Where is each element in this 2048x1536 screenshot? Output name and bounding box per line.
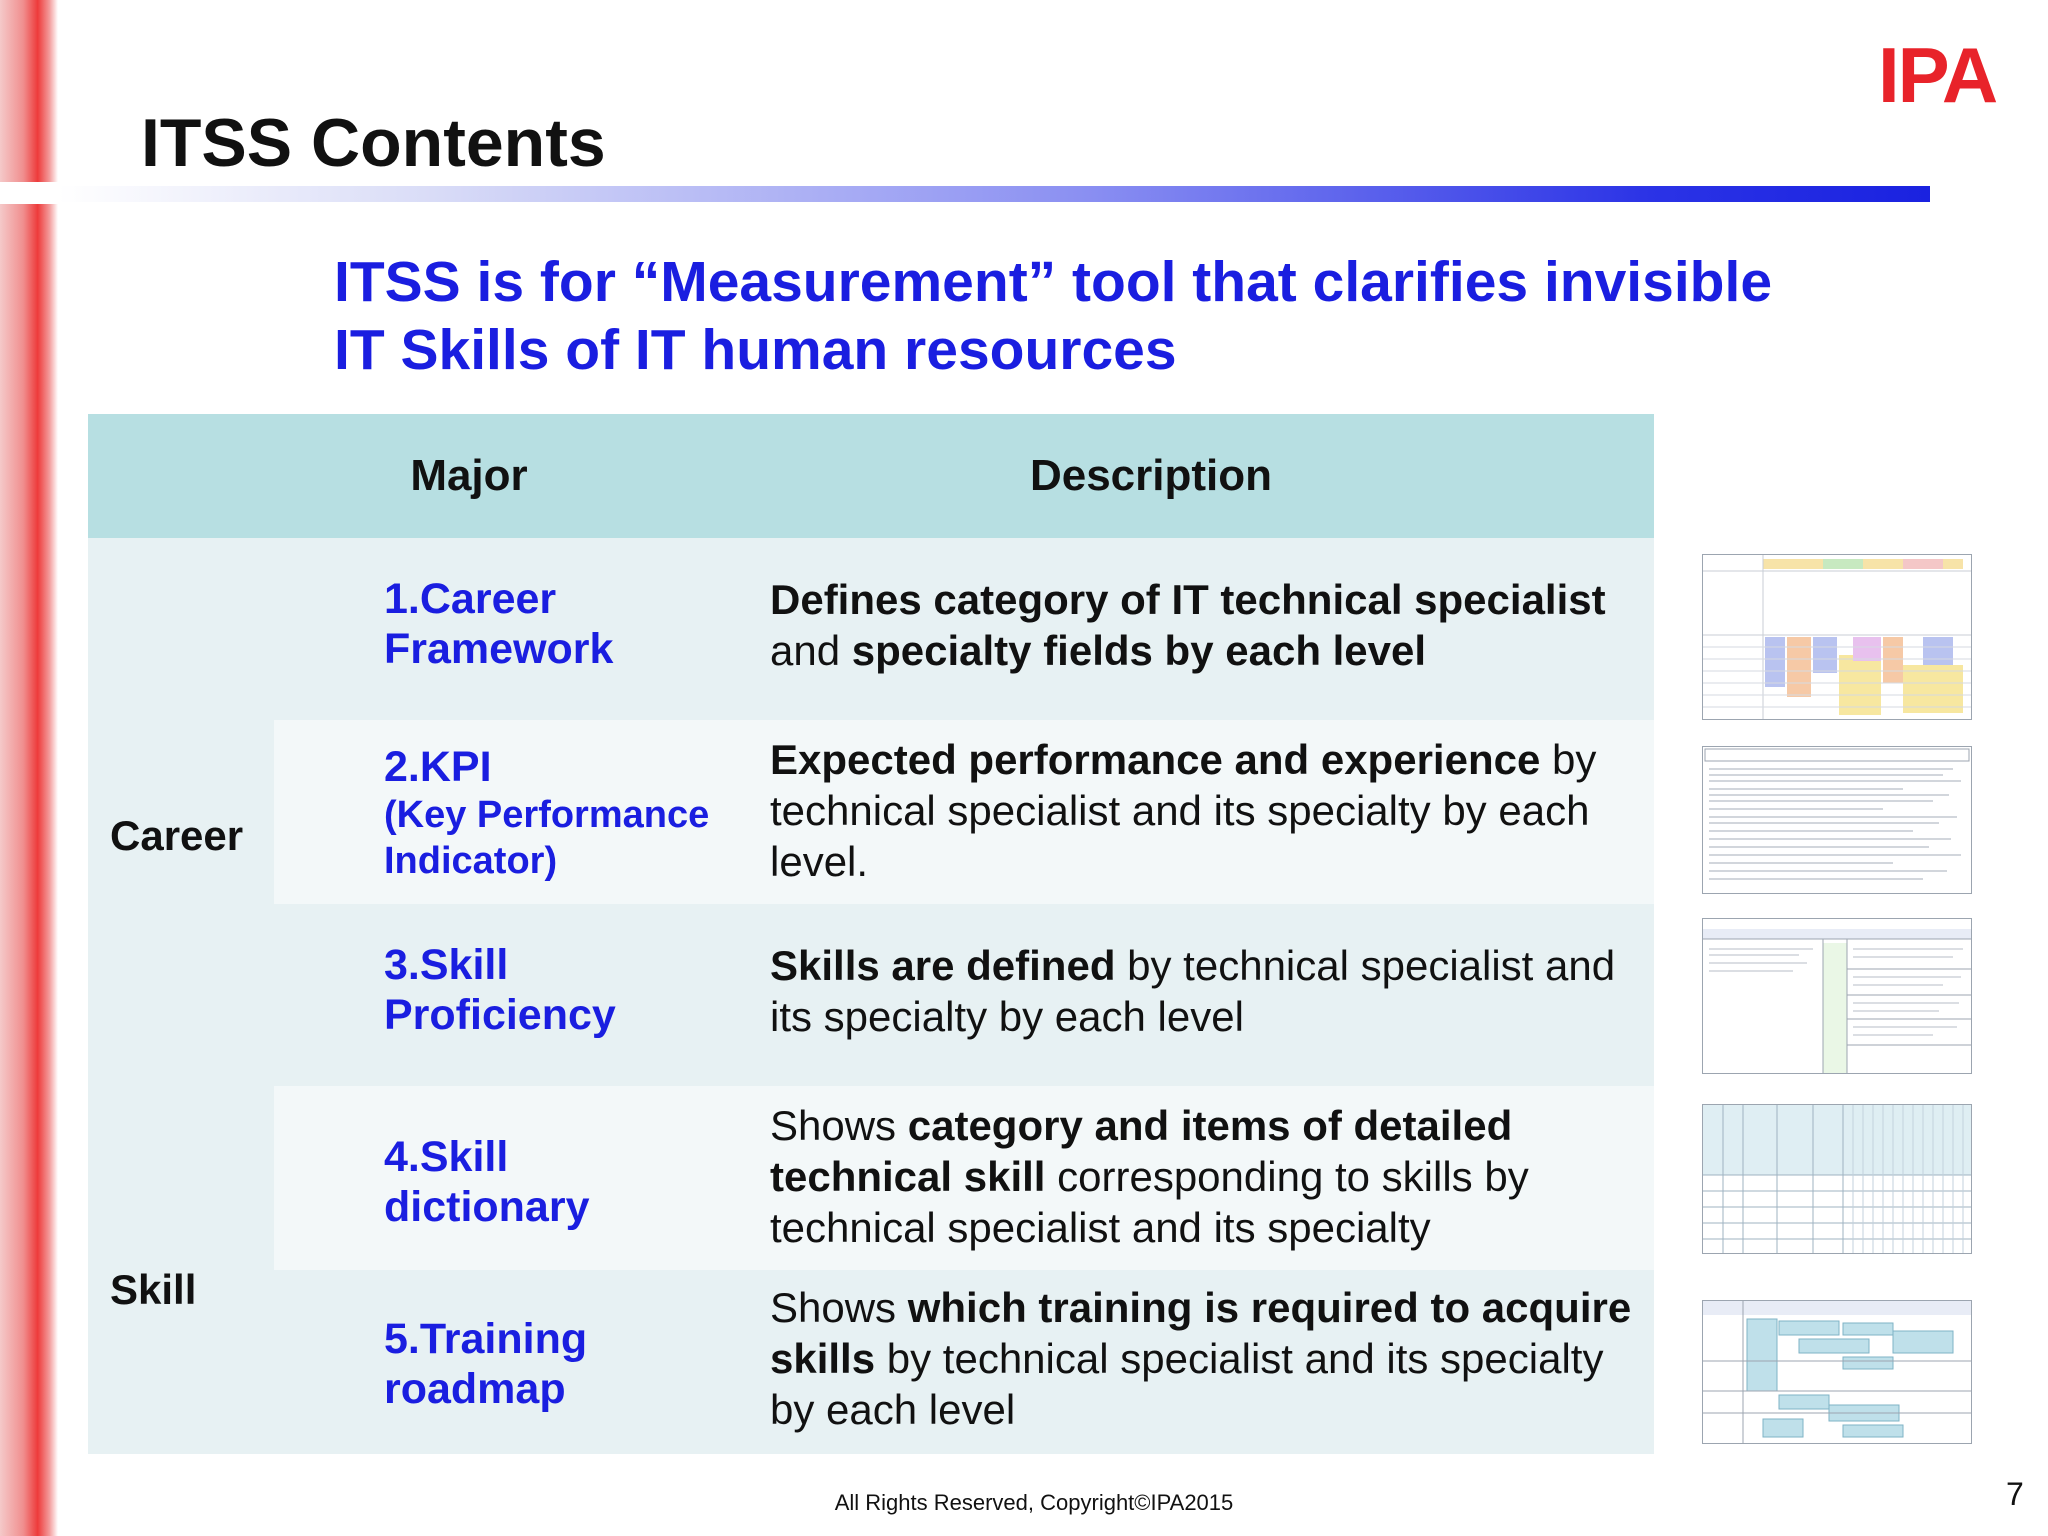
major-line-2: dictionary <box>384 1183 590 1231</box>
major-cell: 2.KPI (Key Performance Indicator) <box>384 742 744 884</box>
headline-line-2: IT Skills of IT human resources <box>334 318 1177 382</box>
major-subtitle: (Key Performance Indicator) <box>384 794 710 882</box>
major-cell: 4.Skill dictionary <box>384 1132 744 1232</box>
major-line-2: roadmap <box>384 1365 566 1413</box>
career-framework-thumbnail <box>1702 554 1972 720</box>
page-number: 7 <box>2006 1476 2024 1512</box>
desc-bold: Expected performance and experience <box>770 736 1541 783</box>
description-cell: Expected performance and experience by t… <box>770 734 1650 887</box>
copyright-footer: All Rights Reserved, Copyright©IPA2015 <box>834 1490 1234 1515</box>
description-cell: Skills are defined by technical speciali… <box>770 940 1650 1042</box>
skill-dictionary-thumbnail <box>1702 1104 1972 1254</box>
desc-bold: Skills are defined <box>770 942 1116 989</box>
desc-text: by technical specialist and its specialt… <box>770 736 1597 885</box>
desc-text: and <box>770 627 852 674</box>
table-header-row: Major Description <box>88 414 1654 538</box>
slide-title: ITSS Contents <box>141 105 606 181</box>
description-cell: Shows category and items of detailed tec… <box>770 1100 1650 1253</box>
category-career: Career <box>110 812 244 859</box>
major-cell: 5.Training roadmap <box>384 1314 744 1414</box>
major-cell: 1.Career Framework <box>384 574 744 674</box>
ipa-logo: IPA <box>1878 31 1998 119</box>
skill-proficiency-thumbnail <box>1702 918 1972 1074</box>
desc-text: by technical specialist and its specialt… <box>770 942 1616 1040</box>
desc-bold: which training is required to acquire sk… <box>770 1284 1632 1382</box>
slide-headline: ITSS is for “Measurement” tool that clar… <box>334 248 1834 384</box>
table-row: 4.Skill dictionary Shows category and it… <box>274 1086 1654 1270</box>
desc-text: by technical specialist and its specialt… <box>770 1335 1604 1433</box>
category-column: Career Skill <box>88 538 274 1454</box>
desc-text: corresponding to skills by technical spe… <box>770 1153 1529 1251</box>
kpi-thumbnail <box>1702 746 1972 894</box>
desc-text: Shows <box>770 1102 908 1149</box>
table-row: 2.KPI (Key Performance Indicator) Expect… <box>274 720 1654 904</box>
major-cell: 3.Skill Proficiency <box>384 940 744 1040</box>
table-row: 3.Skill Proficiency Skills are defined b… <box>274 904 1654 1086</box>
major-line-1: 3.Skill <box>384 941 509 989</box>
major-line-1: 4.Skill <box>384 1133 509 1181</box>
desc-bold: specialty fields by each level <box>851 627 1427 674</box>
title-underline-gradient <box>58 186 1930 202</box>
desc-text: Shows <box>770 1284 908 1331</box>
training-roadmap-thumbnail <box>1702 1300 1972 1444</box>
major-line-1: 5.Training <box>384 1315 588 1363</box>
category-skill: Skill <box>110 1266 197 1313</box>
header-description: Description <box>1029 451 1273 500</box>
headline-line-1: ITSS is for “Measurement” tool that clar… <box>334 250 1773 314</box>
itss-contents-table: Major Description Career Skill 1.Career … <box>88 414 1654 1454</box>
description-cell: Shows which training is required to acqu… <box>770 1282 1650 1435</box>
desc-bold: category and items of detailed technical… <box>770 1102 1513 1200</box>
major-line-1: 2.KPI <box>384 743 492 791</box>
description-cell: Defines category of IT technical special… <box>770 574 1650 676</box>
header-notch <box>0 182 62 204</box>
major-line-1: 1.Career <box>384 575 557 623</box>
major-line-2: Proficiency <box>384 991 616 1039</box>
table-row: 1.Career Framework Defines category of I… <box>274 538 1654 720</box>
table-row: 5.Training roadmap Shows which training … <box>274 1270 1654 1454</box>
desc-bold: Defines category of IT technical special… <box>770 576 1606 623</box>
left-accent-bar <box>0 0 58 1536</box>
header-major: Major <box>410 451 528 500</box>
major-line-2: Framework <box>384 625 614 673</box>
